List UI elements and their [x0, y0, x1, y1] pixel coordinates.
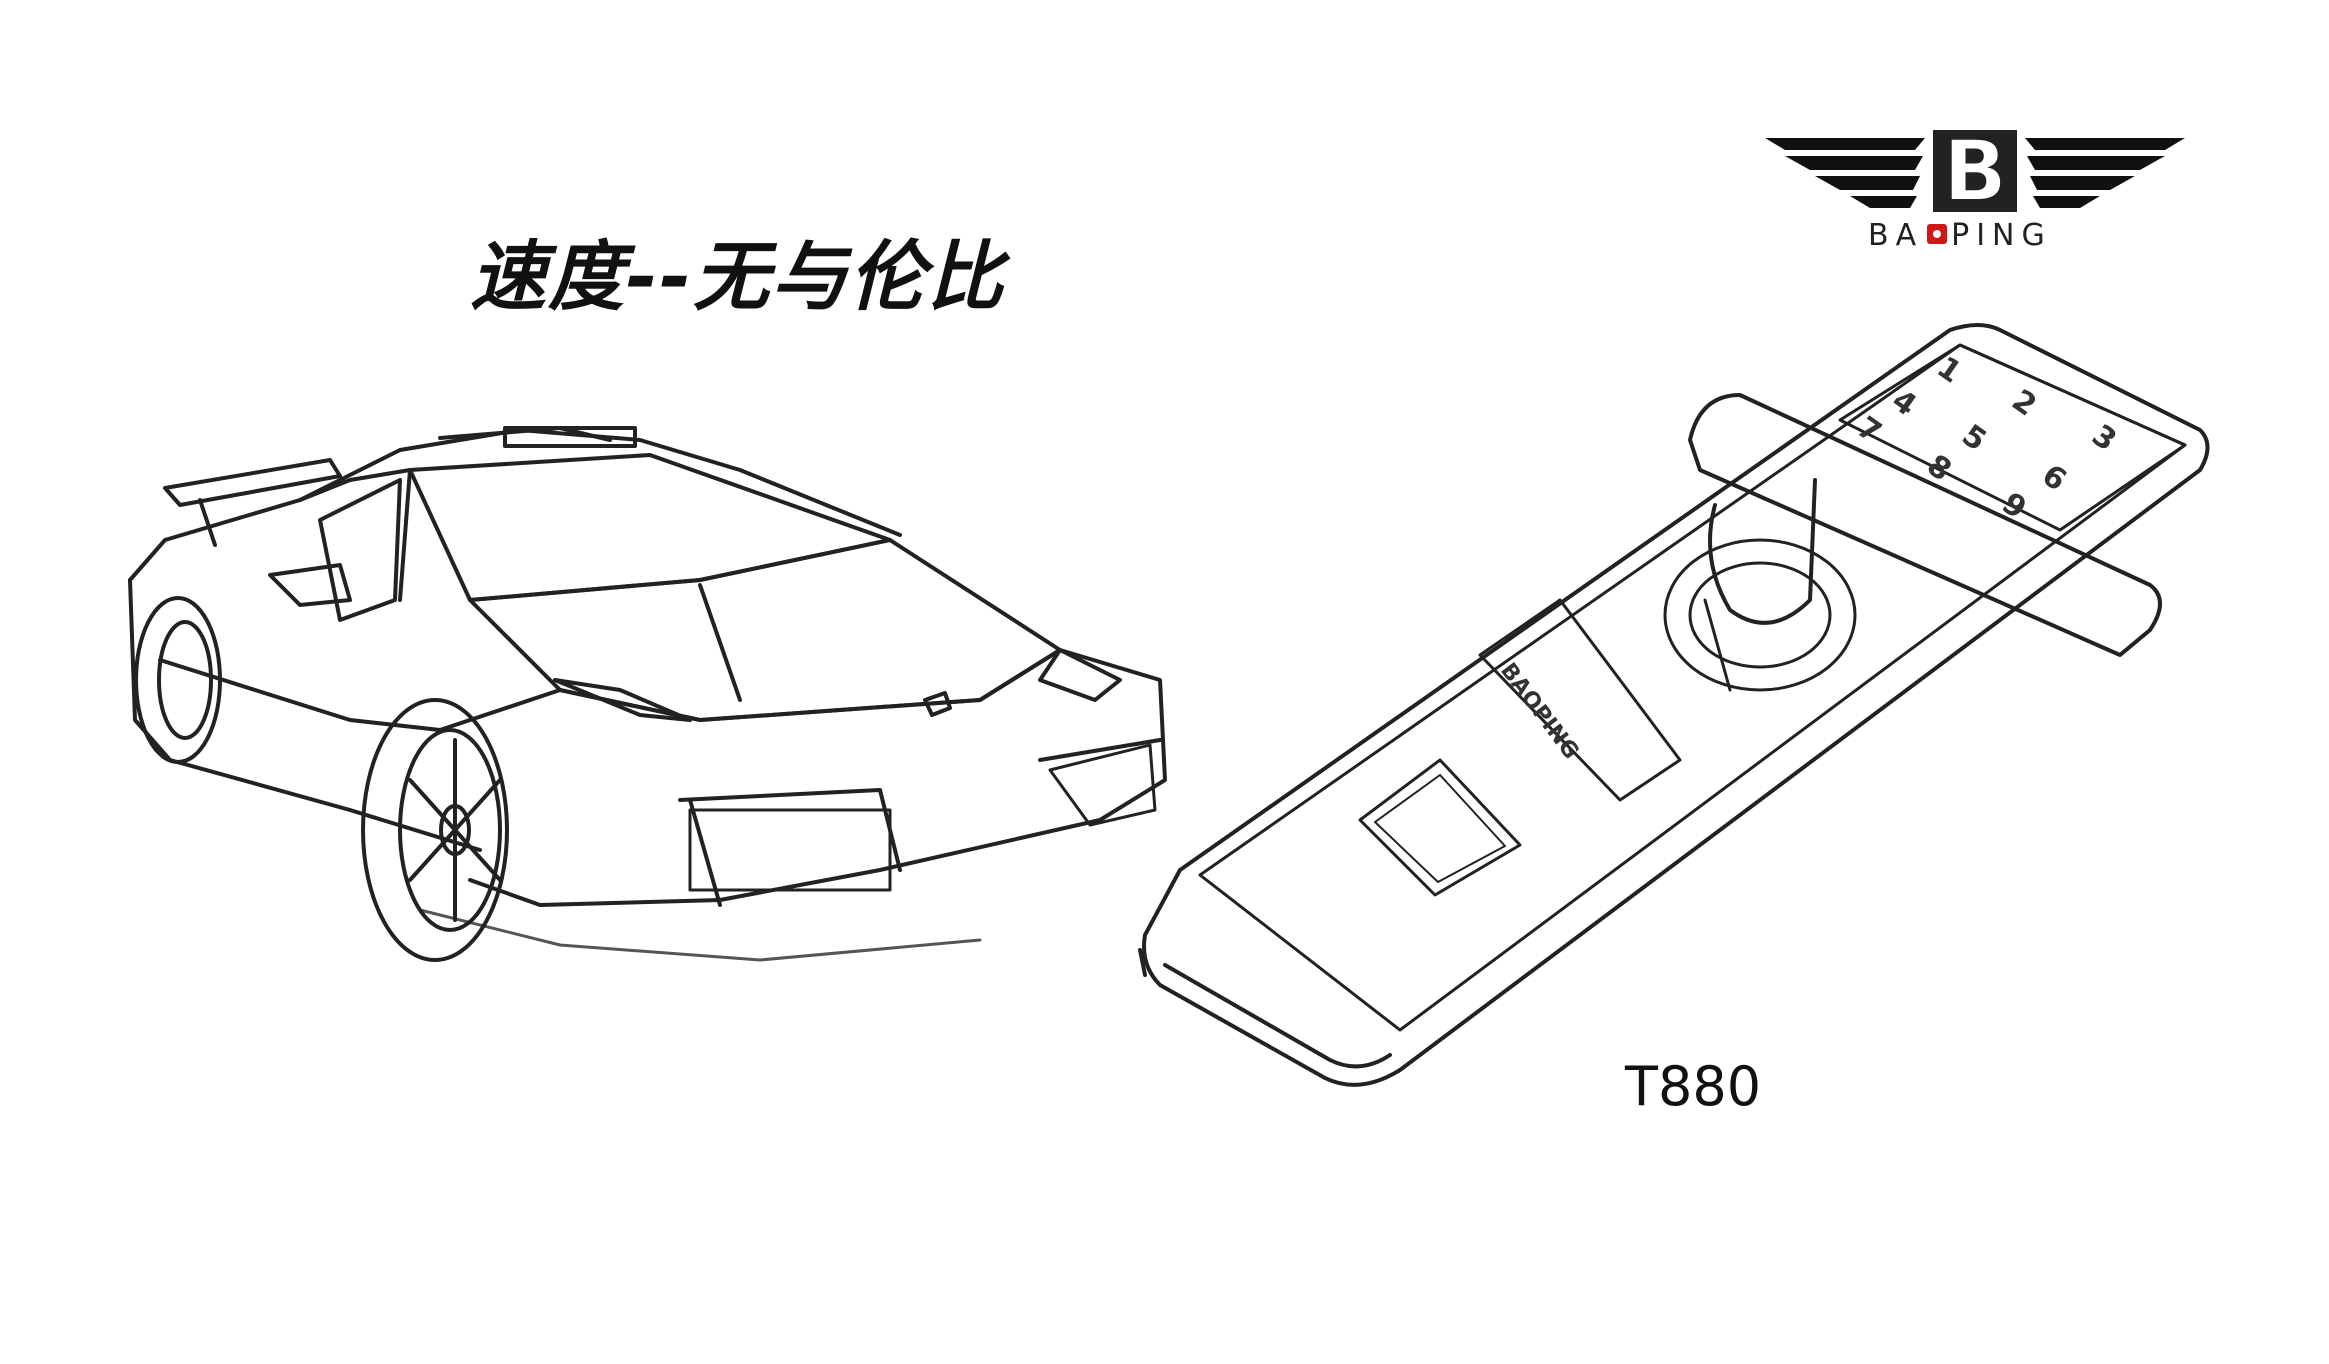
sports-car-sketch [128, 426, 1167, 962]
keypad: 1 2 3 4 5 6 7 8 9 [1850, 350, 2122, 527]
logo-badge [1933, 130, 2017, 212]
model-number: T880 [1625, 1055, 1762, 1118]
logo-letter: B [1943, 128, 2007, 220]
brand-name-right: PING [1951, 218, 2052, 253]
brand-name-left: BA [1868, 218, 1924, 253]
brand-logo: B [1765, 128, 2185, 221]
right-wing-icon [2025, 138, 2185, 208]
brand-dot-icon [1927, 223, 1948, 244]
headline: 速度--无与伦比 [470, 232, 1006, 321]
keypad-key-2: 2 [2005, 383, 2042, 424]
keypad-key-6: 6 [2035, 458, 2072, 499]
left-wing-icon [1765, 138, 1925, 208]
keypad-key-1: 1 [1930, 350, 1967, 391]
brand-name: BA PING [1868, 218, 2052, 253]
keypad-key-3: 3 [2085, 418, 2122, 459]
keypad-key-9: 9 [1995, 486, 2032, 527]
keypad-key-5: 5 [1955, 418, 1992, 459]
lock-engraving: BAOPING [1495, 659, 1583, 765]
door-lock-sketch [1138, 323, 2210, 1087]
